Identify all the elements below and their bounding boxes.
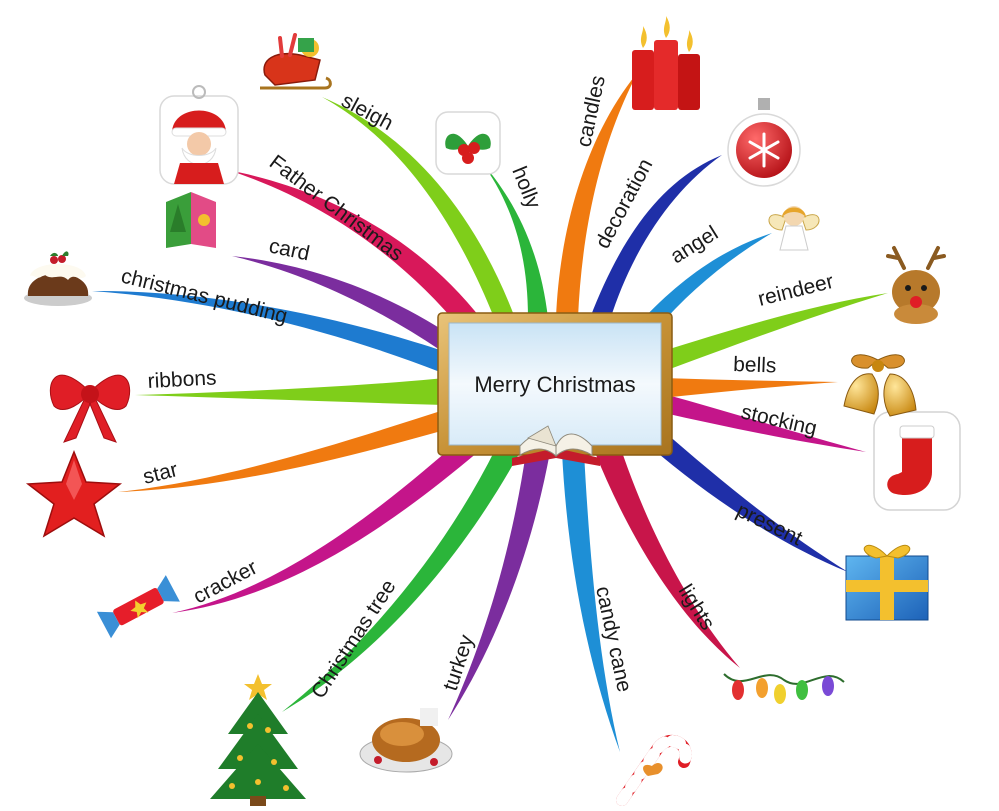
label-sleigh: sleigh xyxy=(338,89,397,135)
branch-sleigh xyxy=(322,97,515,320)
candles-icon xyxy=(632,16,700,110)
branch-christmas-tree-line xyxy=(282,448,520,712)
label-present: present xyxy=(733,499,806,550)
branch-angel xyxy=(640,233,772,330)
branch-sleigh-line xyxy=(322,97,515,320)
holly-icon xyxy=(435,111,501,175)
star-icon xyxy=(25,449,123,538)
label-ribbons: ribbons xyxy=(147,366,217,393)
bow-icon xyxy=(49,374,131,443)
ornament-icon xyxy=(727,98,801,187)
pudding-icon xyxy=(24,251,92,306)
branch-present-line xyxy=(640,428,848,572)
branch-christmas-pudding xyxy=(92,290,446,372)
branch-stocking-line xyxy=(660,394,866,452)
branch-candy-cane xyxy=(562,452,620,752)
branch-holly-line xyxy=(480,160,548,318)
central-topic-label: Merry Christmas xyxy=(474,372,635,397)
stocking-icon xyxy=(873,411,961,511)
lights-icon xyxy=(723,673,845,704)
branch-decoration xyxy=(590,155,722,320)
card-icon xyxy=(166,192,216,248)
branch-candles xyxy=(556,72,638,318)
branch-reindeer xyxy=(660,293,888,372)
label-lights: lights xyxy=(674,580,719,634)
cracker-icon xyxy=(96,575,180,639)
central-topic: Merry Christmas xyxy=(437,312,673,466)
label-christmas-pudding: christmas pudding xyxy=(119,265,290,329)
reindeer-icon xyxy=(886,246,946,324)
angel-icon xyxy=(768,206,820,251)
branch-holly xyxy=(480,160,548,318)
branch-christmas-pudding-line xyxy=(92,290,446,372)
branch-card xyxy=(232,256,452,350)
label-reindeer: reindeer xyxy=(756,270,836,311)
branch-lights xyxy=(594,446,740,668)
label-christmas-tree: Christmas tree xyxy=(307,576,401,703)
sleigh-icon xyxy=(260,33,332,90)
branch-lights-line xyxy=(594,446,740,668)
branch-ribbons xyxy=(135,378,445,405)
tree-icon xyxy=(210,674,306,806)
branch-angel-line xyxy=(640,233,772,330)
branch-christmas-tree xyxy=(282,448,520,712)
branch-candles-line xyxy=(556,72,638,318)
branch-turkey-line xyxy=(448,452,550,720)
branch-candy-cane-line xyxy=(562,452,620,752)
label-decoration: decoration xyxy=(591,155,657,252)
branch-turkey xyxy=(448,452,550,720)
branch-ribbons-line xyxy=(135,378,445,405)
branch-decoration-line xyxy=(590,155,722,320)
label-bells: bells xyxy=(733,353,777,377)
branch-bells xyxy=(662,378,838,398)
branch-bells-line xyxy=(662,378,838,398)
branch-present xyxy=(640,428,848,572)
branch-reindeer-line xyxy=(660,293,888,372)
board-surface xyxy=(448,322,662,446)
branch-card-line xyxy=(232,256,452,350)
label-holly: holly xyxy=(507,163,545,212)
book-icon xyxy=(512,425,600,466)
bells-icon xyxy=(843,354,917,417)
turkey-icon xyxy=(359,708,453,773)
candy-cane-icon xyxy=(616,735,692,806)
present-icon xyxy=(845,544,929,621)
label-card: card xyxy=(267,234,312,265)
santa-icon xyxy=(159,85,239,185)
branch-stocking xyxy=(660,394,866,452)
